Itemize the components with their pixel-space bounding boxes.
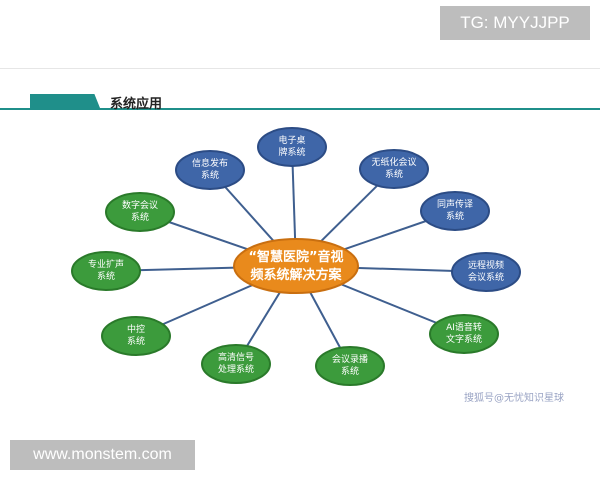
node-pa-system [71,251,141,291]
watermark-sohu: 搜狐号@无忧知识星球 [464,393,564,404]
section-title: 系统应用 [110,97,163,112]
node-label-line-2: 系统 [340,367,359,377]
node-hd-signal-processing [201,344,271,384]
node-label-line-2: 系统 [130,213,149,223]
watermark-top: TG: MYYJJPP [440,6,590,40]
node-shapes [71,127,521,386]
watermark-bottom: www.monstem.com [10,440,195,470]
node-label-line-2: 会议系统 [467,273,504,283]
node-label-simultaneous-interpretation: 同声传译系统 [420,194,490,228]
node-label-line-1: 专业扩声 [87,260,124,270]
node-label-central-control: 中控系统 [101,319,171,353]
node-label-pa-system: 专业扩声系统 [71,254,141,288]
node-information-release [175,150,245,190]
node-label-line-2: 系统 [126,337,145,347]
node-label-information-release: 信息发布系统 [175,153,245,187]
node-label-line-1: 会议录播 [331,355,368,365]
node-label-line-1: 信息发布 [191,159,228,169]
node-label-ai-speech-to-text: AI语音转文字系统 [429,317,499,351]
section-header-line [0,108,600,110]
center-node [233,238,359,294]
node-label-hd-signal-processing: 高清信号处理系统 [201,347,271,381]
node-electronic-nameplate [257,127,327,167]
node-remote-video-conference [451,252,521,292]
node-meeting-recording [315,346,385,386]
node-label-line-2: 系统 [384,170,403,180]
node-label-line-1: 同声传译 [436,200,473,210]
node-central-control [101,316,171,356]
node-digital-conference [105,192,175,232]
center-node-label: “智慧医院”音视 频系统解决方案 [236,245,356,289]
node-paperless-meeting [359,149,429,189]
node-ai-speech-to-text [429,314,499,354]
node-simultaneous-interpretation [420,191,490,231]
node-label-line-1: 远程视频 [467,261,504,271]
node-label-line-1: 无纸化会议 [371,158,417,168]
node-label-electronic-nameplate: 电子桌牌系统 [257,130,327,164]
node-label-line-1: 数字会议 [121,201,158,211]
node-label-line-2: 系统 [200,171,219,181]
node-label-line-2: 文字系统 [445,335,482,345]
node-label-meeting-recording: 会议录播系统 [315,349,385,383]
node-label-paperless-meeting: 无纸化会议系统 [359,152,429,186]
node-label-remote-video-conference: 远程视频会议系统 [451,255,521,289]
section-header-bar [30,94,100,108]
node-label-line-2: 处理系统 [217,365,254,375]
node-label-line-1: 中控 [126,325,145,335]
node-label-line-2: 系统 [96,272,115,282]
node-label-line-1: AI语音转 [446,323,482,333]
node-label-line-2: 牌系统 [278,148,306,158]
node-label-line-1: 电子桌 [278,136,306,146]
node-label-line-1: 高清信号 [217,353,254,363]
node-label-digital-conference: 数字会议系统 [105,195,175,229]
center-line-2: 频系统解决方案 [250,268,342,283]
node-label-line-2: 系统 [445,212,464,222]
center-line-1: “智慧医院”音视 [248,250,344,265]
